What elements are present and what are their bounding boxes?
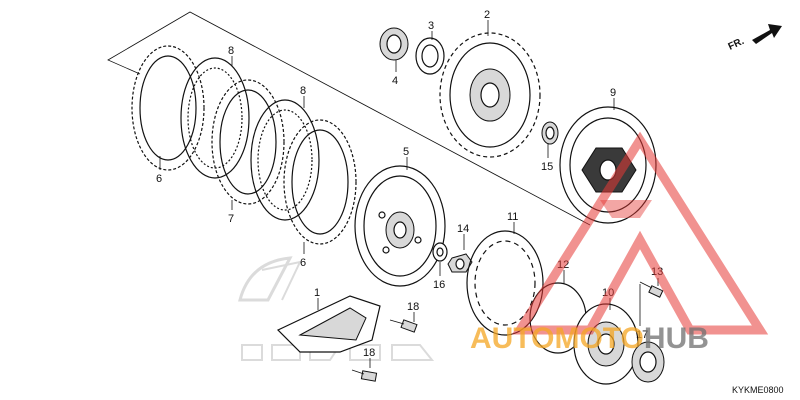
callout-2: 2 xyxy=(484,9,490,21)
watermark-triangle xyxy=(511,131,769,335)
clutch-outer-2 xyxy=(439,32,541,158)
watermark-text: AUTOMOTOHUB xyxy=(470,322,709,355)
watermark-moto: MOTO xyxy=(554,322,643,355)
callout-3: 3 xyxy=(428,20,434,32)
bolt-18-lower xyxy=(351,369,378,382)
washer-16 xyxy=(432,242,448,262)
callout-4: 4 xyxy=(392,75,398,87)
callout-6-rear: 6 xyxy=(300,257,306,269)
callout-1: 1 xyxy=(314,287,320,299)
callout-16: 16 xyxy=(433,279,445,291)
washer-15 xyxy=(541,121,559,145)
bearing-4 xyxy=(379,27,409,61)
watermark-logo: AUTOMOTOHUB xyxy=(470,131,769,355)
lock-nut-14 xyxy=(447,253,473,273)
callout-17: 17 xyxy=(636,329,648,341)
collar-3 xyxy=(415,37,445,75)
clutch-plate-8-rear xyxy=(250,99,320,221)
clutch-center-9 xyxy=(559,106,657,224)
leader-lines xyxy=(159,20,659,368)
callout-15: 15 xyxy=(541,161,553,173)
background-logo xyxy=(238,256,435,361)
watermark-auto: AUTO xyxy=(470,322,554,355)
callout-14: 14 xyxy=(457,223,469,235)
callout-5: 5 xyxy=(403,146,409,158)
pressure-plate-5 xyxy=(354,165,446,287)
callout-18-lower: 18 xyxy=(363,347,375,359)
bearing-17 xyxy=(631,341,665,383)
callout-11: 11 xyxy=(507,211,518,223)
clutch-disc-6-rear xyxy=(283,119,357,245)
assembly-bracket xyxy=(107,11,591,226)
judder-spring-11 xyxy=(466,230,544,336)
callout-7: 7 xyxy=(228,213,234,225)
callout-6-front: 6 xyxy=(156,173,162,185)
bolt-13 xyxy=(639,281,664,298)
clutch-disc-6-front xyxy=(131,45,205,171)
watermark-hub: HUB xyxy=(644,322,709,355)
clutch-disc-7 xyxy=(211,79,285,205)
front-label: FR. xyxy=(727,36,746,53)
front-direction-indicator: FR. xyxy=(727,24,782,53)
diagram-code: KYKME0800 xyxy=(732,385,784,395)
oil-guide-plate-1 xyxy=(276,295,381,353)
callout-18-upper: 18 xyxy=(407,301,419,313)
callout-8-front: 8 xyxy=(228,45,234,57)
callout-9: 9 xyxy=(610,87,616,99)
front-arrow-icon xyxy=(752,24,782,44)
callout-8-rear: 8 xyxy=(300,85,306,97)
bolt-18-upper xyxy=(389,319,418,333)
